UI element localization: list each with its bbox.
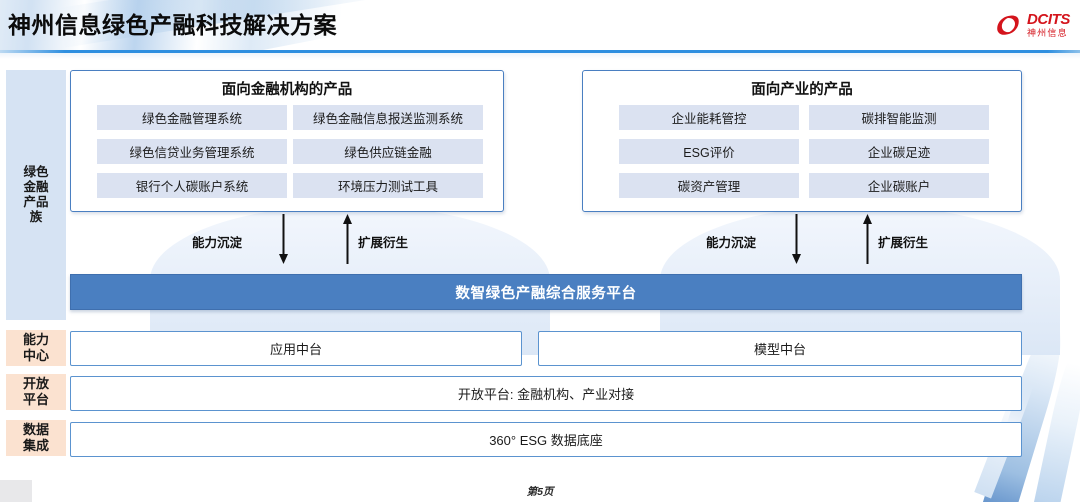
product-tile[interactable]: 碳资产管理 [619, 173, 799, 198]
sidebar-item-data-integration[interactable]: 数据 集成 [6, 420, 66, 456]
product-tile[interactable]: 企业碳足迹 [809, 139, 989, 164]
arrow-down-right [792, 214, 801, 264]
sidebar-item-label: 绿色 金融 产品 族 [23, 164, 49, 225]
product-tile[interactable]: 绿色信贷业务管理系统 [97, 139, 287, 164]
product-tile[interactable]: 绿色金融信息报送监测系统 [293, 105, 483, 130]
product-tile[interactable]: 绿色金融管理系统 [97, 105, 287, 130]
product-tile[interactable]: ESG评价 [619, 139, 799, 164]
data-foundation-box[interactable]: 360° ESG 数据底座 [70, 422, 1022, 457]
product-tile[interactable]: 碳排智能监测 [809, 105, 989, 130]
sidebar-item-open-platform[interactable]: 开放 平台 [6, 374, 66, 410]
flow-label-capability-precipitation-left: 能力沉淀 [192, 236, 243, 250]
sidebar-item-capability-center[interactable]: 能力 中心 [6, 330, 66, 366]
dcits-logo-text: DCITS 神州信息 [1027, 12, 1070, 38]
product-tile[interactable]: 企业能耗管控 [619, 105, 799, 130]
dcits-logo: DCITS 神州信息 [994, 8, 1070, 42]
product-tile[interactable]: 绿色供应链金融 [293, 139, 483, 164]
open-platform-box[interactable]: 开放平台: 金融机构、产业对接 [70, 376, 1022, 411]
dcits-logo-mark [997, 15, 1019, 35]
corner-decoration [0, 480, 32, 502]
product-tile[interactable]: 环境压力测试工具 [293, 173, 483, 198]
sidebar-item-green-finance-product-family[interactable]: 绿色 金融 产品 族 [6, 70, 66, 320]
logo-cn-label: 神州信息 [1026, 28, 1068, 38]
capability-box-application-midend[interactable]: 应用中台 [70, 331, 522, 366]
slide-header: 神州信息绿色产融科技解决方案 [0, 0, 1080, 52]
platform-bar[interactable]: 数智绿色产融综合服务平台 [70, 274, 1022, 310]
page-number: 第5页 [526, 486, 554, 498]
product-tile[interactable]: 企业碳账户 [809, 173, 989, 198]
panel-title: 面向金融机构的产品 [221, 82, 353, 98]
flow-label-expansion-derivation-right: 扩展衍生 [878, 236, 929, 250]
logo-en-label: DCITS [1026, 11, 1070, 28]
header-divider [0, 50, 1080, 53]
capability-box-model-midend[interactable]: 模型中台 [538, 331, 1022, 366]
arrow-down-left [279, 214, 288, 264]
header-divider-glow [0, 53, 1080, 59]
page-title: 神州信息绿色产融科技解决方案 [8, 12, 337, 38]
sidebar-item-label: 数据 集成 [22, 422, 49, 453]
arrow-up-left [343, 214, 352, 264]
panel-financial-institutions: 面向金融机构的产品 绿色金融管理系统 绿色金融信息报送监测系统 绿色信贷业务管理… [70, 70, 504, 212]
panel-industry: 面向产业的产品 企业能耗管控 碳排智能监测 ESG评价 企业碳足迹 碳资产管理 … [582, 70, 1022, 212]
panel-title: 面向产业的产品 [751, 82, 853, 98]
sidebar-item-label: 开放 平台 [22, 376, 49, 407]
arrow-up-right [863, 214, 872, 264]
product-tile[interactable]: 银行个人碳账户系统 [97, 173, 287, 198]
flow-label-capability-precipitation-right: 能力沉淀 [706, 236, 757, 250]
sidebar-item-label: 能力 中心 [22, 332, 49, 363]
flow-label-expansion-derivation-left: 扩展衍生 [358, 236, 409, 250]
